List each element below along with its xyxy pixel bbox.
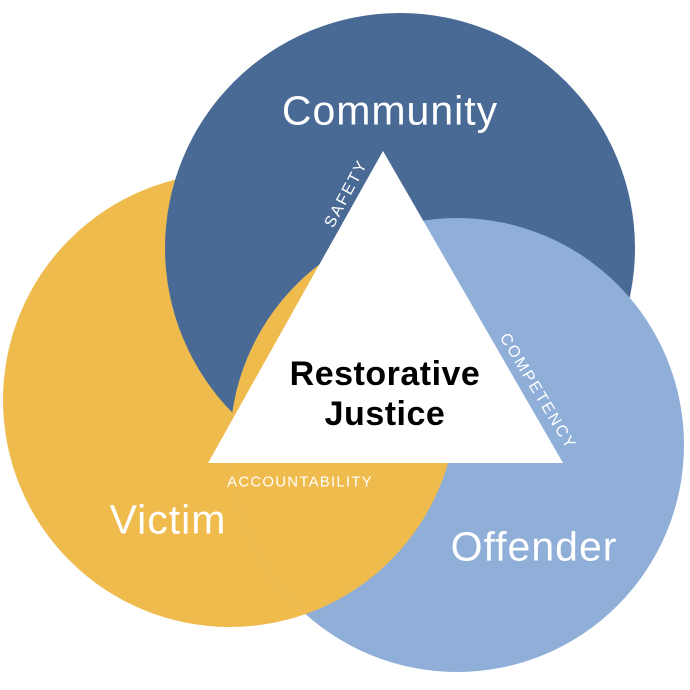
center-triangle-shape xyxy=(208,151,563,463)
community-label: Community xyxy=(281,87,499,134)
center-title: Restorative Justice xyxy=(290,354,481,434)
victim-label: Victim xyxy=(109,496,227,543)
center-title-line2: Justice xyxy=(324,395,446,433)
center-title-line1: Restorative xyxy=(289,354,481,393)
accountability-edge-label: ACCOUNTABILITY xyxy=(227,473,373,491)
offender-label: Offender xyxy=(450,523,618,570)
